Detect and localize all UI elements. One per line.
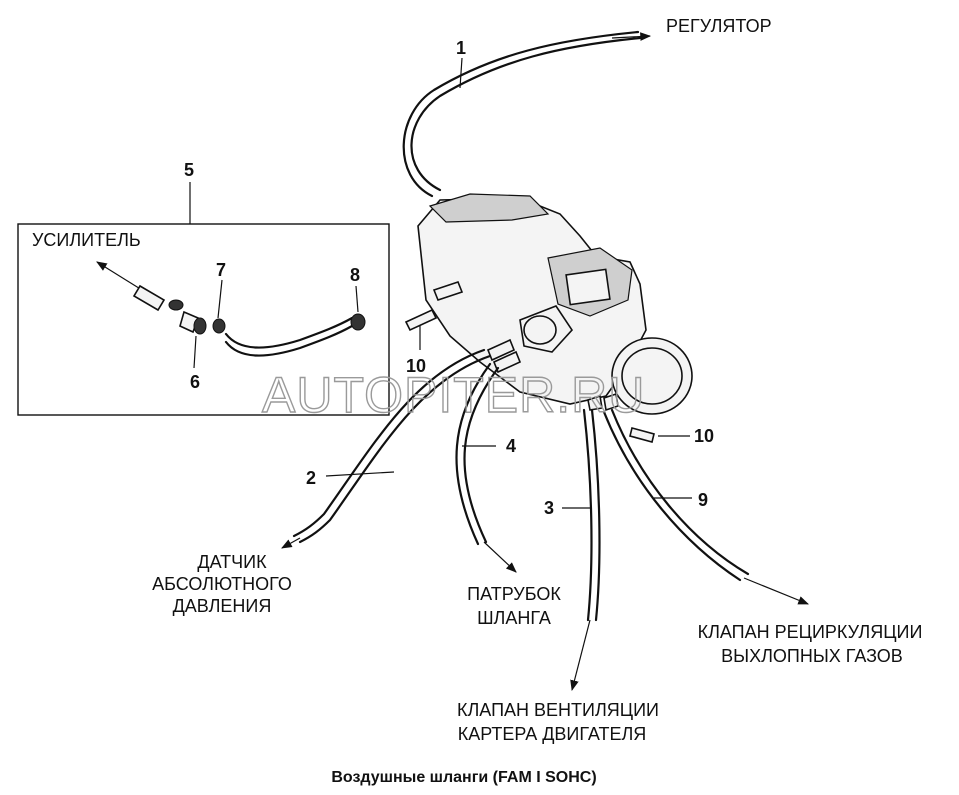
check-valve [168, 299, 207, 335]
hose-5 [224, 324, 354, 357]
label-map-sensor-1: ДАТЧИК [197, 552, 267, 572]
nipple-10-right [629, 427, 690, 443]
hose-1 [410, 36, 642, 192]
label-pcv-valve-2: КАРТЕРА ДВИГАТЕЛЯ [458, 724, 647, 744]
label-amplifier: УСИЛИТЕЛЬ [32, 230, 141, 250]
label-egr-valve-1: КЛАПАН РЕЦИРКУЛЯЦИИ [698, 622, 923, 642]
label-map-sensor-3: ДАВЛЕНИЯ [173, 596, 272, 616]
label-hose-nipple-2: ШЛАНГА [477, 608, 551, 628]
watermark: AUTOPITER.RU [262, 367, 645, 423]
callout-6: 6 [190, 372, 200, 392]
label-pcv-valve-1: КЛАПАН ВЕНТИЛЯЦИИ [457, 700, 659, 720]
callout-4: 4 [506, 436, 516, 456]
clamp-8 [350, 313, 366, 331]
callout-2: 2 [306, 468, 316, 488]
hose-9 [610, 408, 750, 576]
amplifier-pipe [132, 284, 166, 312]
callout-7: 7 [216, 260, 226, 280]
label-egr-valve-2: ВЫХЛОПНЫХ ГАЗОВ [721, 646, 903, 666]
diagram-caption: Воздушные шланги (FAM I SOHC) [331, 769, 596, 786]
label-regulator: РЕГУЛЯТОР [666, 16, 772, 36]
label-map-sensor-2: АБСОЛЮТНОГО [152, 574, 292, 594]
callout-1: 1 [456, 38, 466, 58]
inset-frame [17, 223, 390, 416]
nipple-10-left [404, 308, 438, 350]
amplifier-inset [17, 182, 390, 416]
hose-3 [590, 408, 601, 622]
amplifier-arrow [96, 261, 143, 291]
clamp-7 [212, 318, 226, 334]
callout-5: 5 [184, 160, 194, 180]
callout-9: 9 [698, 490, 708, 510]
hose-2 [298, 354, 492, 544]
label-hose-nipple-1: ПАТРУБОК [467, 584, 561, 604]
callout-10-left: 10 [406, 356, 426, 376]
callout-8: 8 [350, 265, 360, 285]
callout-3: 3 [544, 498, 554, 518]
callout-10-right: 10 [694, 426, 714, 446]
hose-4 [463, 366, 500, 544]
